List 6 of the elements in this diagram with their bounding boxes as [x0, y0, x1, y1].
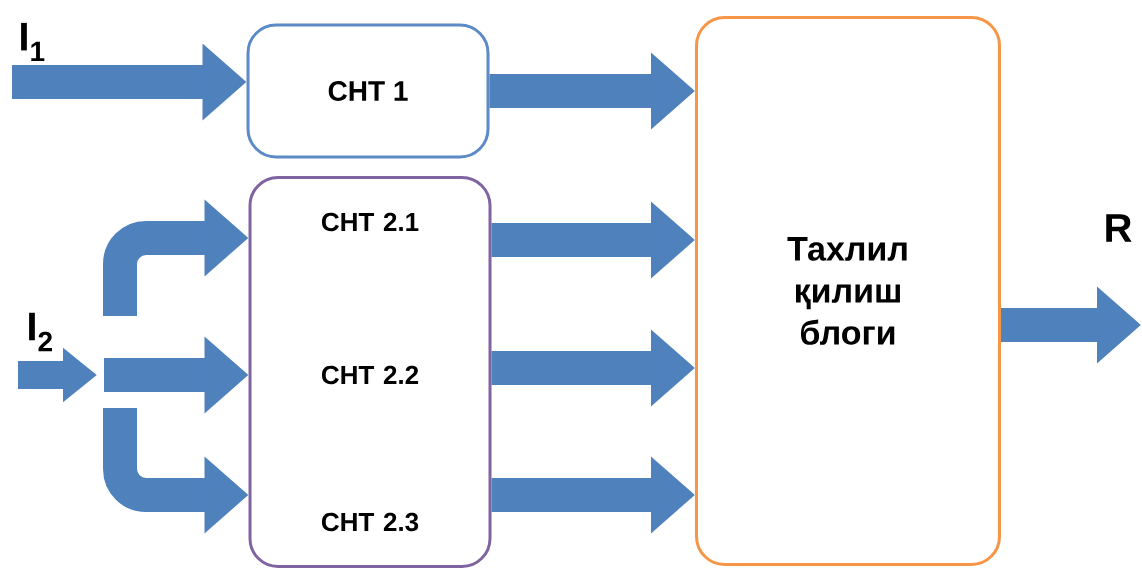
signal-label: I$_{2}$ — [29, 312, 52, 352]
process-box: СНТ 1 — [246, 23, 490, 159]
process-box: СНТ 2.1 СНТ 2.2 СНТ 2.3 — [248, 176, 492, 568]
signal-label: I$_{1}$ — [21, 22, 45, 62]
process-box: Тахлил қилиш блоги — [695, 16, 1001, 566]
signal-label: R — [1106, 214, 1132, 242]
